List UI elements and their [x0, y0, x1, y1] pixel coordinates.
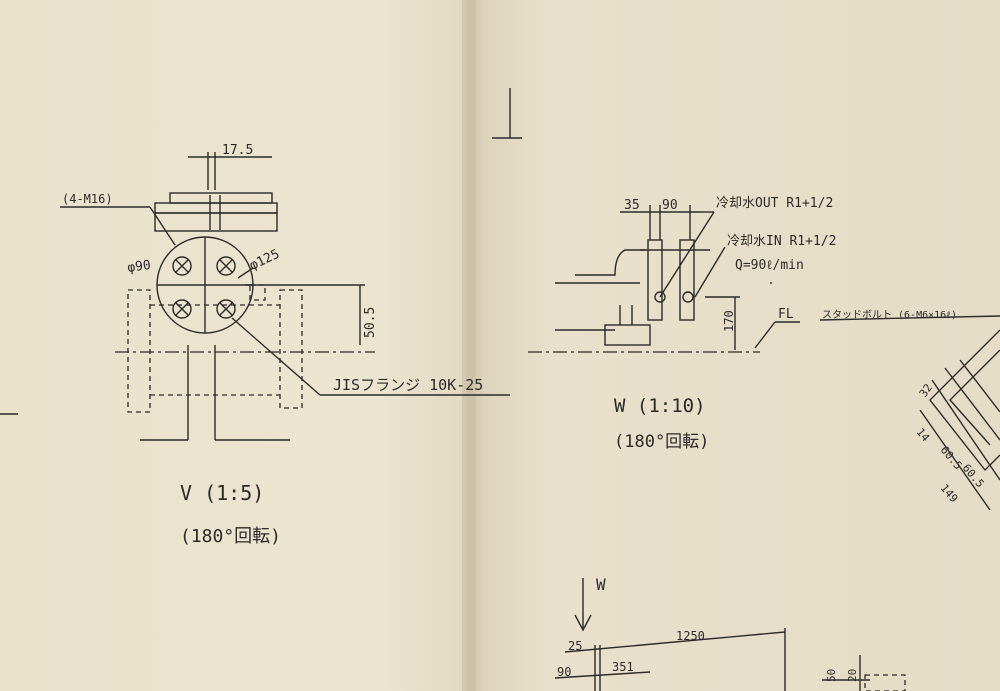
flange-label: JISフランジ 10K-25: [333, 376, 483, 394]
view-w-rotation: (180°回転): [614, 432, 709, 452]
bottom-drawing: [554, 578, 906, 691]
flow-label: Q=90ℓ/min: [735, 258, 804, 273]
phi125-label: φ125: [247, 247, 282, 274]
dim-90-top: 90: [662, 198, 678, 213]
dim-149: 149: [938, 482, 961, 506]
dim-25: 25: [568, 639, 582, 653]
dim-50-bottom: 50: [825, 669, 838, 682]
view-w-caption: W (1:10): [614, 395, 706, 417]
dim-50-5: 50.5: [363, 307, 378, 338]
dim-20-bottom: 20: [846, 669, 859, 682]
phi90-label: φ90: [126, 258, 151, 276]
view-v-rotation: (180°回転): [180, 526, 281, 547]
dim-17-5: 17.5: [222, 143, 253, 158]
dim-1250: 1250: [676, 629, 705, 643]
bolt-label: (4-M16): [62, 192, 113, 206]
right-detail-drawing: [819, 315, 1000, 511]
dim-14: 14: [914, 426, 933, 445]
view-w-drawing: [492, 88, 800, 353]
dim-170: 170: [722, 310, 736, 332]
dim-32: 32: [917, 381, 935, 399]
water-out-label: 冷却水OUT R1+1/2: [716, 196, 833, 211]
arrow-w-label: W: [596, 575, 606, 594]
dim-351: 351: [612, 660, 634, 674]
view-v-caption: V (1:5): [180, 481, 264, 505]
dim-35: 35: [624, 198, 640, 213]
dim-90-bottom: 90: [557, 665, 571, 679]
view-v-drawing: [0, 152, 510, 441]
stud-bolt-label: スタッドボルト (6-M6×16ℓ): [822, 309, 957, 321]
fl-label: FL: [778, 307, 794, 322]
water-in-label: 冷却水IN R1+1/2: [727, 234, 836, 249]
